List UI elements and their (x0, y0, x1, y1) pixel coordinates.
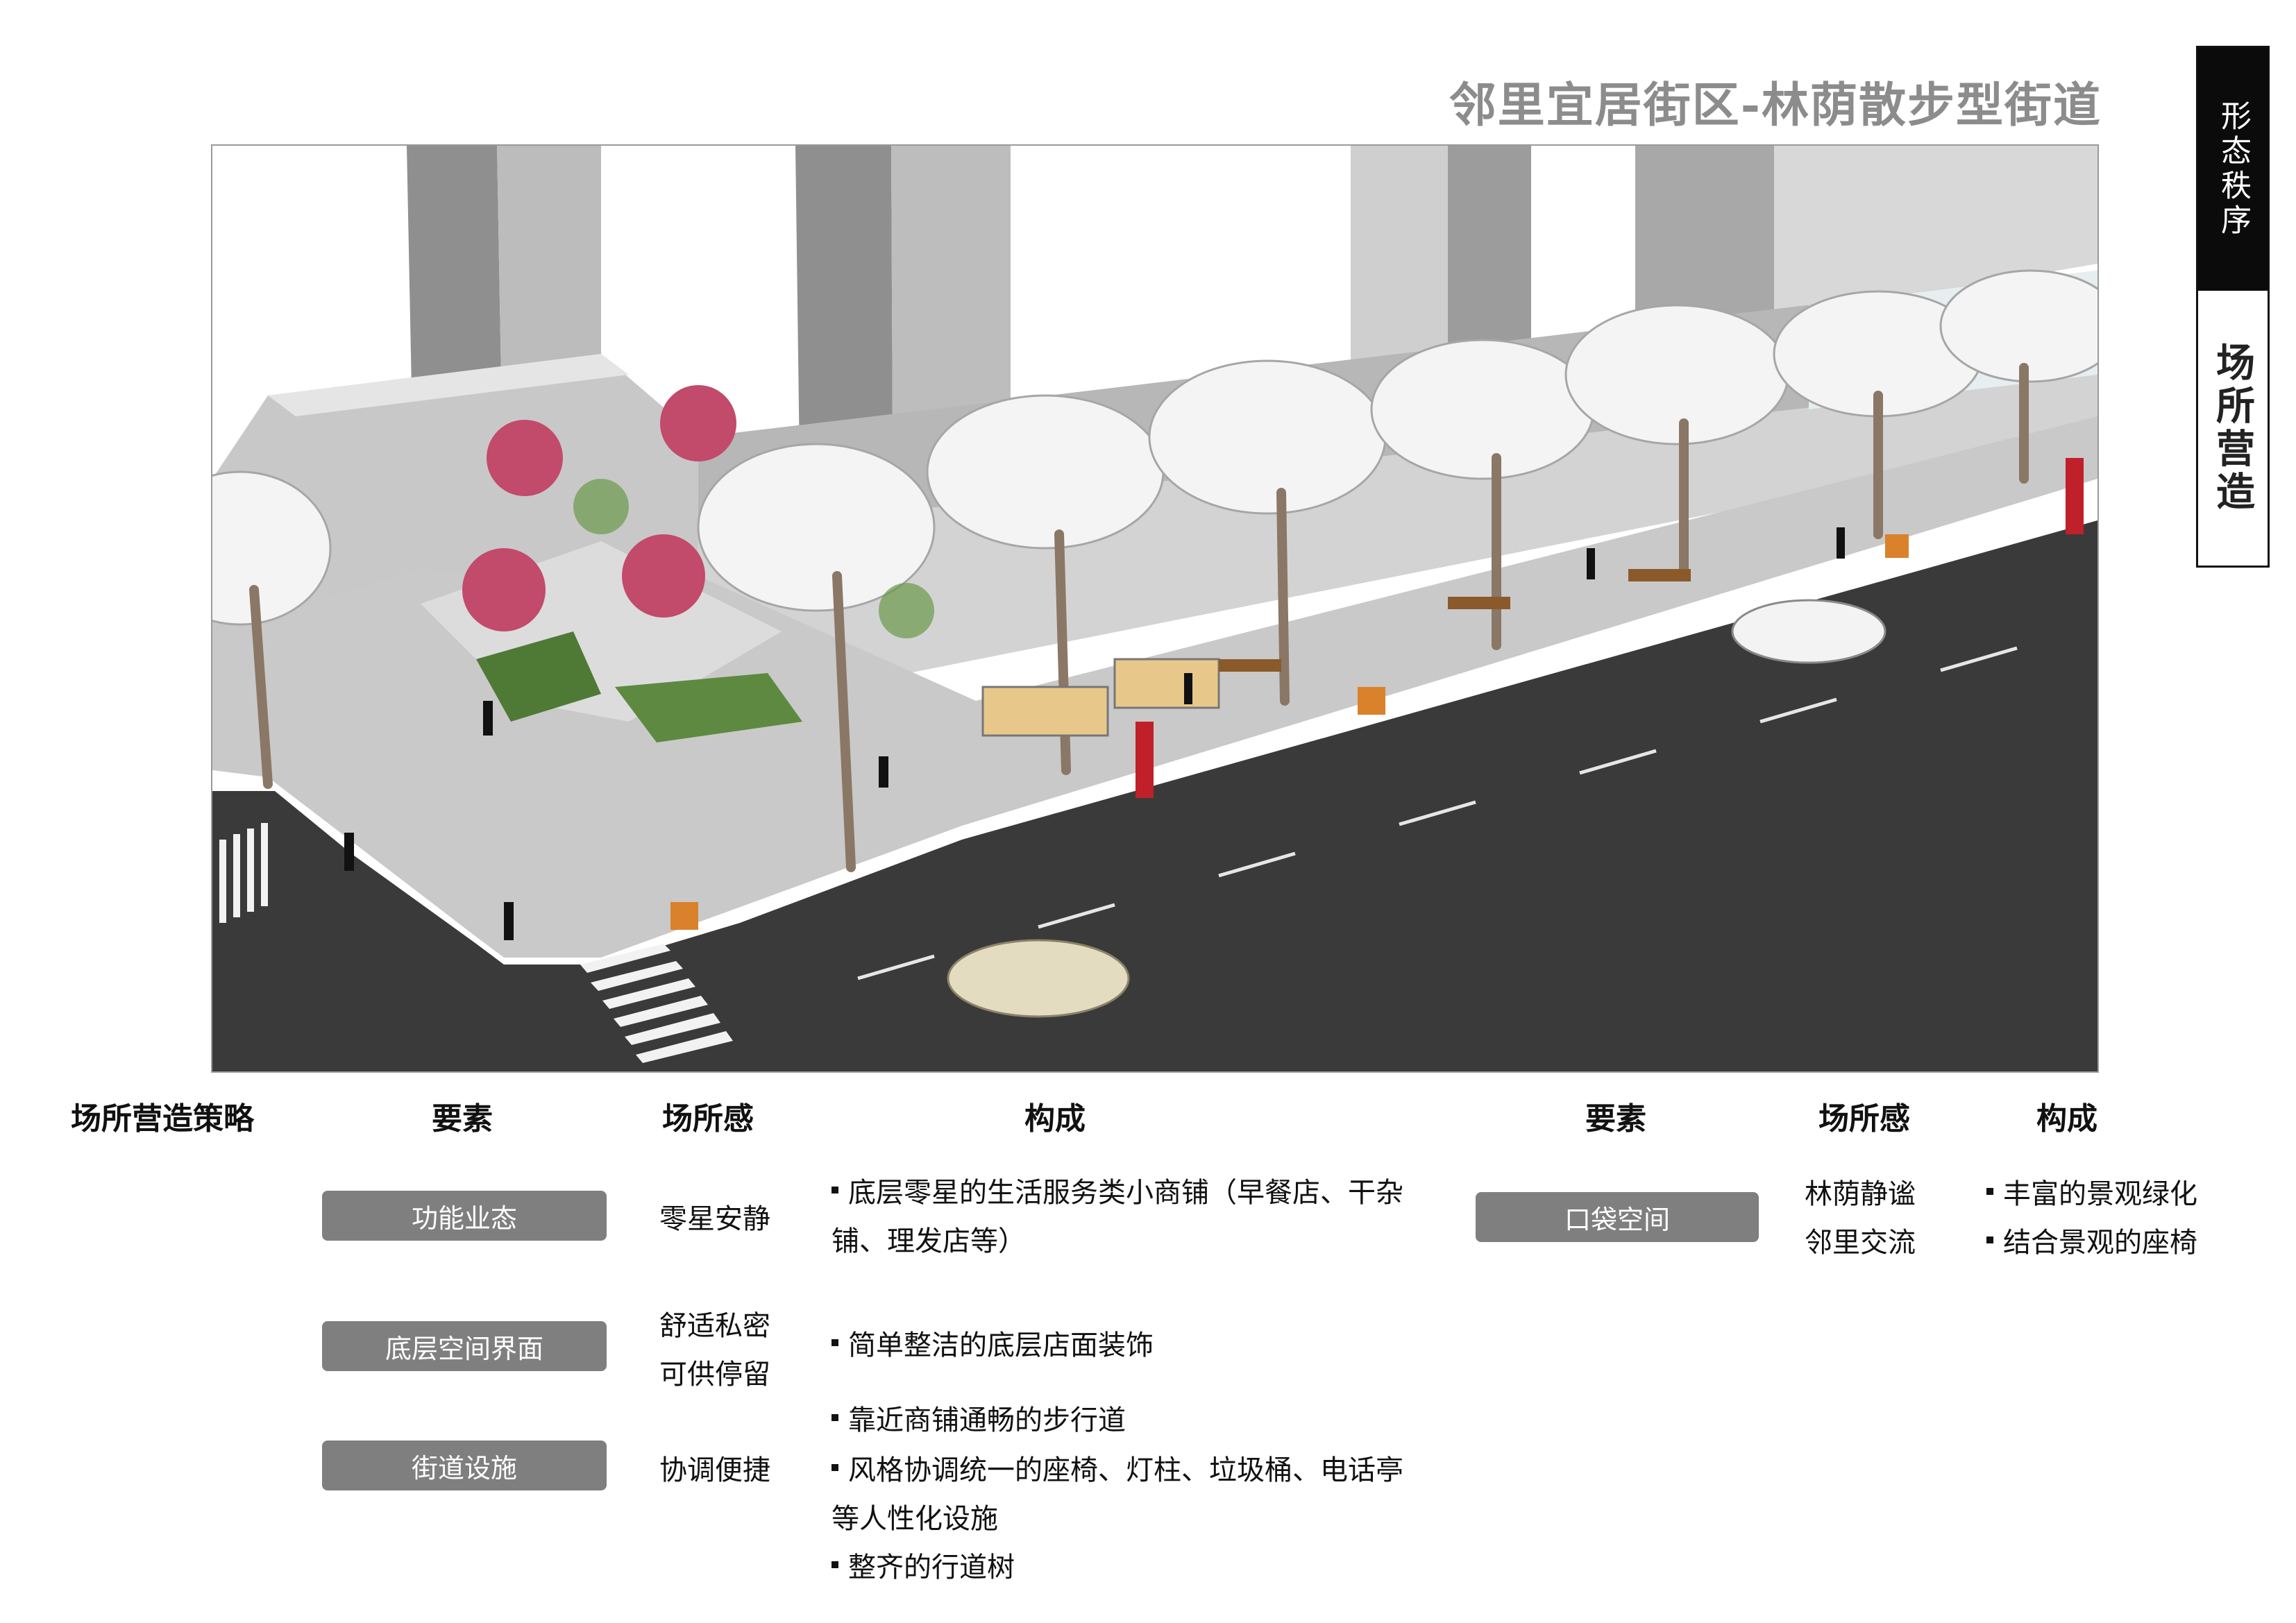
bullet-icon (832, 1464, 838, 1471)
element-pill-ground-interface: 底层空间界面 (322, 1321, 607, 1371)
element-pill-function: 功能业态 (322, 1191, 607, 1241)
composition-item-continued: 等人性化设施 (832, 1495, 998, 1543)
bullet-icon (832, 1187, 838, 1193)
tab-form-order-label: 形态秩序 (2215, 100, 2251, 239)
sense-text: 零星安静 (659, 1203, 770, 1235)
header-composition-2: 构成 (2036, 1101, 2097, 1137)
composition-text: 风格协调统一的座椅、灯柱、垃圾桶、电话亭 (848, 1454, 1403, 1486)
sense-text: 协调便捷 (659, 1454, 770, 1486)
sense-text: 舒适私密 (659, 1310, 770, 1342)
composition-item: 底层零星的生活服务类小商铺（早餐店、干杂 (832, 1169, 1403, 1217)
composition-item: 整齐的行道树 (832, 1543, 1015, 1592)
header-sense: 场所感 (662, 1101, 754, 1137)
composition-item: 结合景观的座椅 (1986, 1218, 2197, 1267)
header-composition: 构成 (1024, 1101, 1086, 1137)
bullet-icon (832, 1414, 838, 1421)
page-title: 邻里宜居街区-林荫散步型街道 (1449, 78, 2102, 133)
composition-item: 简单整洁的底层店面装饰 (832, 1321, 1154, 1370)
composition-text: 简单整洁的底层店面装饰 (848, 1329, 1154, 1361)
tab-placemaking[interactable]: 场所营造 (2198, 291, 2268, 566)
sense-text: 林荫静谧 (1805, 1178, 1916, 1210)
header-element: 要素 (432, 1101, 493, 1137)
composition-text: 靠近商铺通畅的步行道 (848, 1404, 1126, 1436)
bullet-icon (832, 1339, 838, 1346)
composition-item-continued: 铺、理发店等） (832, 1217, 1026, 1266)
composition-text: 丰富的景观绿化 (2003, 1178, 2197, 1210)
composition-item: 丰富的景观绿化 (1986, 1170, 2197, 1218)
composition-text: 等人性化设施 (832, 1503, 998, 1535)
composition-item: 靠近商铺通畅的步行道 (832, 1396, 1126, 1445)
element-pill-street-facilities: 街道设施 (322, 1441, 607, 1490)
sense-text: 邻里交流 (1805, 1227, 1916, 1259)
tab-placemaking-label: 场所营造 (2209, 342, 2256, 514)
sense-text: 可供停留 (659, 1359, 770, 1391)
composition-text: 结合景观的座椅 (2003, 1227, 2197, 1259)
street-rendering (211, 144, 2099, 1073)
composition-text: 底层零星的生活服务类小商铺（早餐店、干杂 (848, 1177, 1403, 1209)
composition-text: 铺、理发店等） (832, 1225, 1026, 1257)
composition-item: 风格协调统一的座椅、灯柱、垃圾桶、电话亭 (832, 1446, 1403, 1495)
side-tab-bar: 形态秩序 场所营造 (2196, 46, 2270, 568)
header-sense-2: 场所感 (1818, 1101, 1910, 1137)
composition-text: 整齐的行道树 (848, 1552, 1015, 1583)
header-strategy: 场所营造策略 (71, 1101, 254, 1137)
element-pill-pocket-space: 口袋空间 (1476, 1192, 1759, 1242)
bullet-icon (1986, 1188, 1993, 1195)
bullet-icon (832, 1561, 838, 1568)
bullet-icon (1986, 1237, 1993, 1243)
header-element-2: 要素 (1585, 1101, 1646, 1137)
tab-form-order[interactable]: 形态秩序 (2198, 48, 2268, 291)
